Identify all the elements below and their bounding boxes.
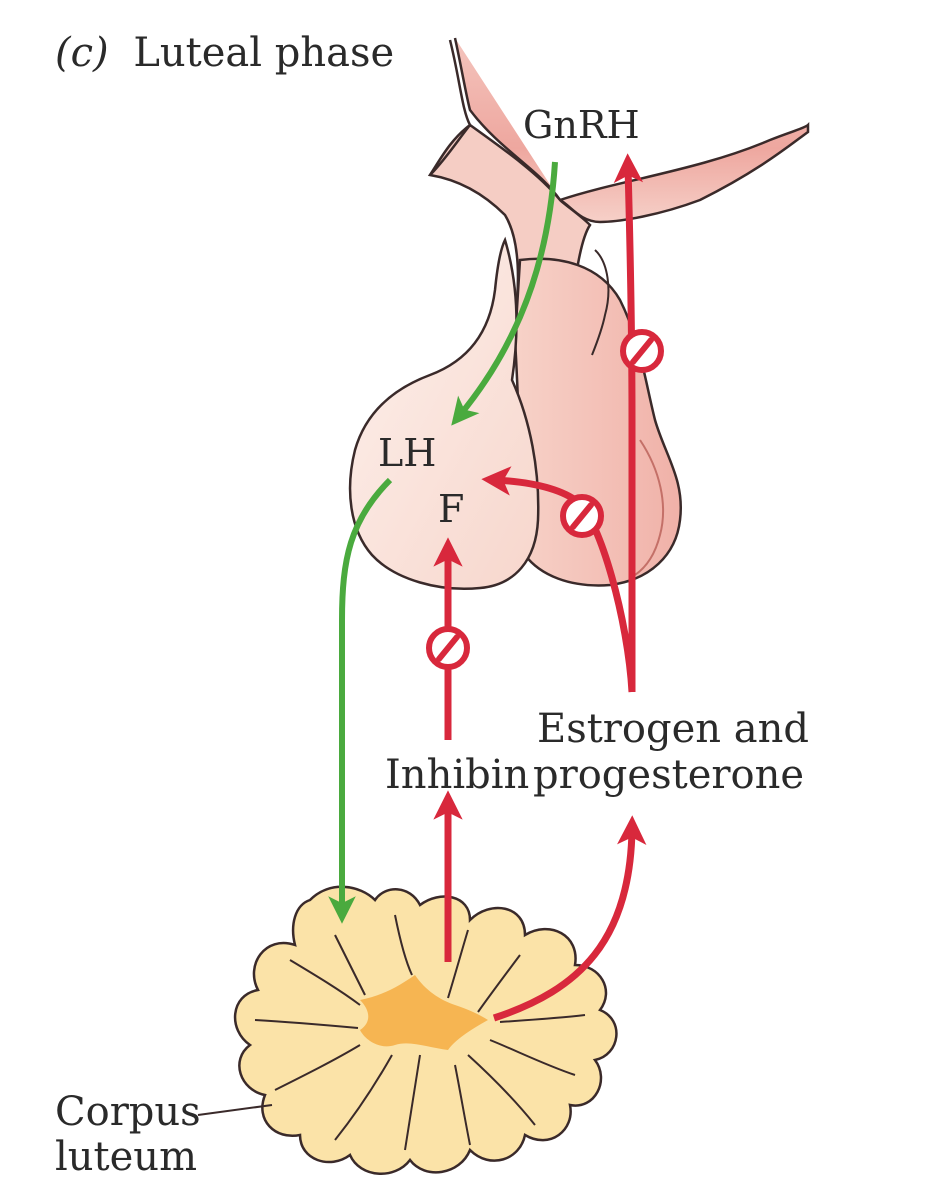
corpus-luteum (233, 885, 618, 1175)
corpus-to-estrogen-arrow (492, 815, 647, 1022)
estrogen-label-line1: Estrogen and (537, 706, 809, 752)
estrogen-label-line2: progesterone (533, 752, 804, 798)
corpus-label-line2: luteum (55, 1134, 197, 1180)
panel-title: (c) Luteal phase (55, 30, 394, 76)
posterior-lobe-curl (591, 249, 610, 356)
inhibin-label: Inhibin (385, 752, 529, 798)
inhibit-symbol-fsh-estrogen (563, 497, 601, 535)
gnrh-label: GnRH (523, 103, 640, 147)
posterior-lobe-curl-2 (629, 439, 665, 579)
corpus-luteum-center (360, 975, 488, 1050)
stalk-outline-left (429, 124, 471, 176)
corpus-luteum-leader-line (197, 1104, 273, 1116)
corpus-label-line1: Corpus (55, 1089, 201, 1135)
inhibit-symbol-gnrh (623, 332, 661, 370)
gnrh-to-lh-arrow (451, 161, 558, 426)
panel-title-text: Luteal phase (133, 30, 394, 76)
f-label: F (438, 487, 464, 531)
inhibit-symbol-fsh-inhibin (429, 629, 467, 667)
panel-letter: (c) (55, 30, 109, 76)
anterior-pituitary (348, 236, 540, 590)
estrogen-to-gnrh-arrow (613, 153, 644, 692)
lh-to-corpus-luteum-arrow (328, 477, 393, 924)
lh-label: LH (378, 431, 436, 475)
